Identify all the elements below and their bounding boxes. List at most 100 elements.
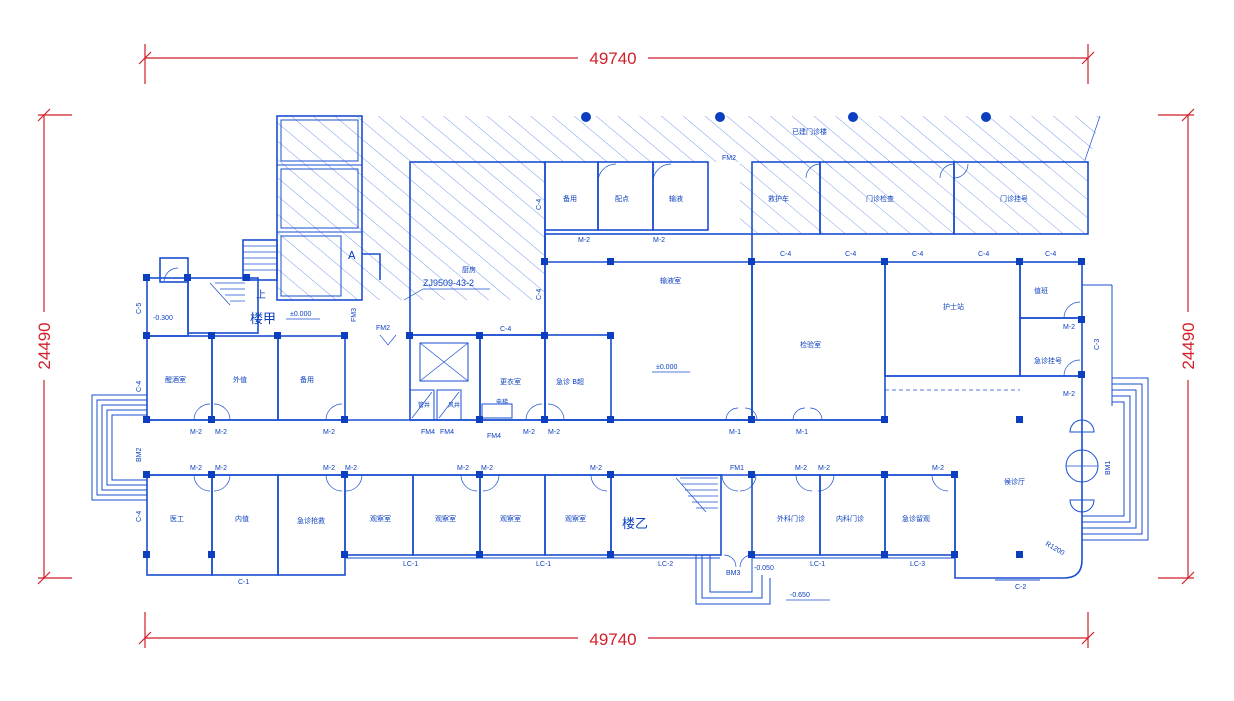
dimension-left: 24490	[33, 108, 72, 585]
right-top-rooms: 救护车 门诊检查 门诊挂号	[751, 161, 1089, 235]
mark-fm1: FM1	[730, 465, 744, 472]
detail-ref: ZJ9509-43-2	[423, 278, 474, 288]
mark-m2-r2: M-2	[818, 465, 830, 472]
elev-minus-e: -0.650	[790, 592, 810, 599]
dimension-bottom-text: 49740	[589, 630, 636, 649]
room-jiuhu: 救护车	[768, 194, 789, 203]
mark-m2-o3: M-2	[481, 465, 493, 472]
dimension-left-text: 24490	[35, 322, 54, 369]
label-elev: 电梯	[496, 398, 508, 406]
mark-lc1-a: LC-1	[403, 561, 418, 568]
room-zhenshi: 值班	[1034, 286, 1048, 295]
room-guancha1: 观察室	[370, 514, 391, 523]
mark-c2: C-2	[1015, 584, 1026, 591]
room-beiyong1: 备用	[300, 375, 314, 384]
mark-c4-mid: C-4	[536, 289, 543, 300]
mark-c4-l2: C-4	[136, 511, 143, 522]
room-huliao: 护士站	[943, 302, 964, 311]
right-bay	[1082, 377, 1149, 541]
top-small-rooms: 备用 配点 输液 M-2 M-2 C-4	[536, 161, 709, 244]
left-wing-lower: 医工 内值 急诊抢救 M-2 M-2 M-2 C-4 C-1	[136, 465, 346, 586]
mark-m2-o1: M-2	[345, 465, 357, 472]
mark-m2-ll2: M-2	[215, 465, 227, 472]
room-shuye: 输液室	[660, 276, 681, 285]
elev-minus-d: -0.050	[754, 565, 774, 572]
mark-m2-o2: M-2	[457, 465, 469, 472]
elev-plus-a: ±0.000	[290, 311, 311, 318]
room-waiyuan: 输液	[669, 194, 683, 203]
left-wing-upper: -0.300 C-5 ±0.000 醒酒室 外值 备用 M-2 M-2 M-2 …	[136, 277, 346, 436]
mark-c4-r3: C-4	[912, 251, 923, 258]
dimension-right-text: 24490	[1179, 322, 1198, 369]
room-jianyan: 检验室	[800, 340, 821, 349]
dimension-top: 49740	[138, 44, 1095, 84]
radius-label: R1200	[1044, 541, 1065, 557]
mark-m2-rw2: M-2	[1063, 391, 1075, 398]
mark-bm3: BM3	[726, 570, 741, 577]
mark-lc3: LC-3	[910, 561, 925, 568]
dimension-bottom: 49740	[138, 612, 1095, 649]
mark-m2-c2: M-2	[548, 429, 560, 436]
mark-m2-l3: M-2	[323, 429, 335, 436]
room-jizhen-jiuzhu: 急诊留观	[902, 514, 930, 523]
mark-c4-r4: C-4	[978, 251, 989, 258]
right-wing-lower: 外科门诊 内科门诊 急诊留观 M-2 M-2 M-2 LC-1 LC-3	[751, 465, 956, 568]
room-guancha4: 观察室	[565, 514, 586, 523]
column-dots-top	[581, 112, 991, 122]
room-diandian: 配点	[615, 195, 629, 203]
mark-m2-r1: M-2	[795, 465, 807, 472]
mark-lc1-b: LC-1	[536, 561, 551, 568]
room-waike: 外科门诊	[777, 514, 805, 523]
room-neike: 内科门诊	[836, 514, 864, 523]
mark-m2-ll1: M-2	[190, 465, 202, 472]
elev-plus-b: ±0.000	[656, 364, 677, 371]
mark-fm2-top: FM2	[722, 155, 736, 162]
observation-rooms: 观察室 观察室 观察室 观察室 M-2 M-2 M-2 M-2 LC-1 LC-…	[344, 465, 720, 568]
mark-lc2: LC-2	[658, 561, 673, 568]
room-jizhen-b: 急诊 B超	[556, 377, 584, 386]
dimension-top-text: 49740	[589, 49, 636, 68]
room-kitchen: 厨房	[462, 265, 476, 274]
c4-marks-row: C-4 C-4 C-4 C-4 C-4	[780, 251, 1056, 258]
room-beiyong-top: 备用	[563, 194, 577, 203]
mark-m1-a: M-1	[729, 429, 741, 436]
mark-c3: C-3	[1094, 339, 1101, 350]
canopy-label: 已建门诊楼	[792, 127, 827, 136]
stair-up-label: 上	[256, 289, 266, 301]
stair-b-block: 楼乙	[610, 474, 722, 556]
room-menzhen-top: 门诊挂号	[1000, 194, 1028, 203]
stair-a-label: 楼甲	[250, 312, 276, 327]
room-jizhen-guahao: 急诊挂号	[1034, 356, 1062, 365]
room-waizhi: 外值	[233, 375, 247, 384]
mark-fm4-b: FM4	[440, 429, 454, 436]
existing-building-hatch	[277, 115, 1101, 300]
kitchen-annex	[276, 115, 363, 301]
mark-c4-r2: C-4	[845, 251, 856, 258]
room-yigong: 医工	[170, 515, 184, 523]
mark-fm2: FM2	[376, 325, 390, 332]
mark-m2-c1: M-2	[523, 429, 535, 436]
left-bay: BM2	[91, 394, 147, 501]
upper-corridor-block: 输液室 ±0.000 C-4	[536, 230, 753, 421]
room-mianyi: 更衣室	[500, 377, 521, 386]
mark-c4-r5: C-4	[1045, 251, 1056, 258]
room-jizhen-jiance: 急诊抢救	[297, 516, 325, 525]
mark-m2-l2: M-2	[215, 429, 227, 436]
right-wing-upper: 检验室 护士站 值班 急诊挂号 C-3 M-2 M-2	[751, 261, 1113, 421]
mark-bm2: BM2	[136, 448, 143, 463]
room-diaoyan: 醒酒室	[165, 375, 186, 384]
mark-m2-o4: M-2	[590, 465, 602, 472]
mark-fm4-c: FM4	[487, 433, 501, 440]
room-houzhen: 候诊厅	[1004, 477, 1025, 486]
mark-m2-r3: M-2	[932, 465, 944, 472]
dimension-right: 24490	[1158, 108, 1199, 585]
mark-bm1: BM1	[1105, 461, 1112, 476]
stair-a-block: 上 楼甲	[159, 239, 278, 334]
mark-fm4-a: FM4	[421, 429, 435, 436]
mark-m2-ll3: M-2	[323, 465, 335, 472]
mark-m1-b: M-1	[796, 429, 808, 436]
elev-minus-c: -0.300	[153, 315, 173, 322]
room-neizhi: 内值	[235, 514, 249, 523]
mark-c4-l1: C-4	[136, 381, 143, 392]
